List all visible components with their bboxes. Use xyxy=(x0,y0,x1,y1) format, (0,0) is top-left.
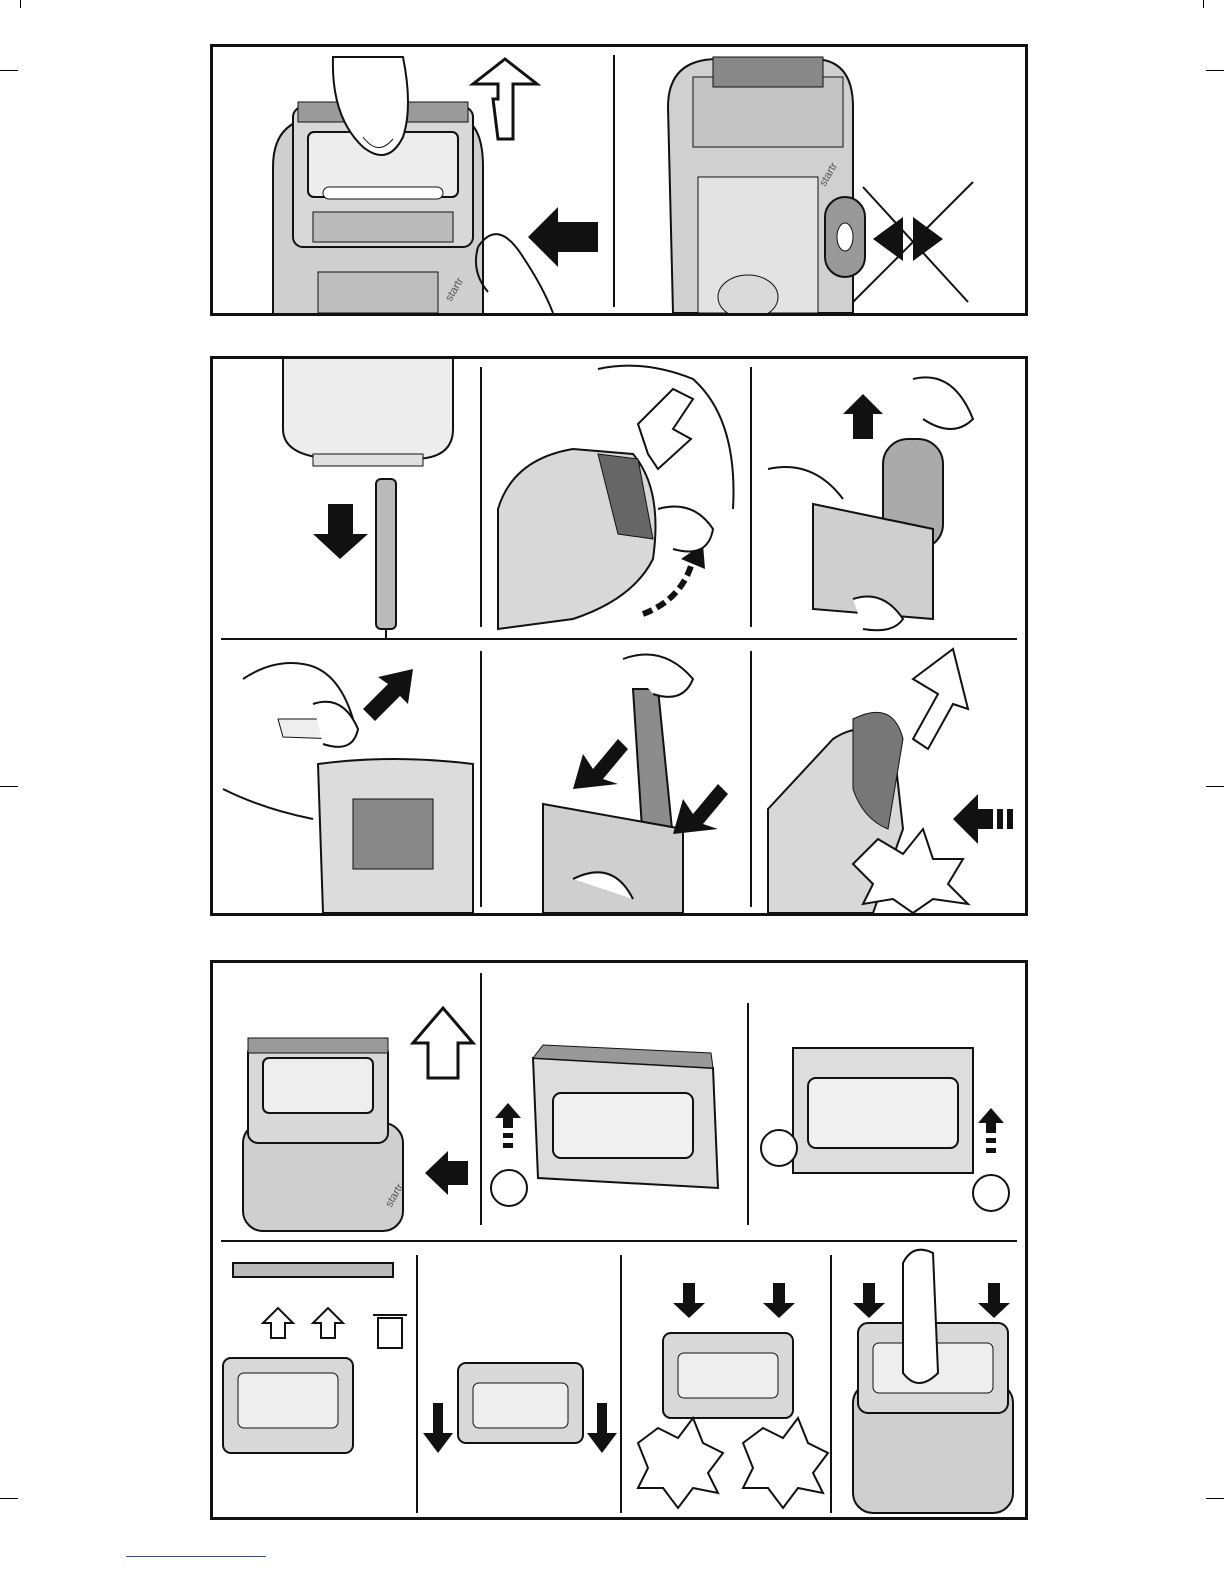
shaver-with-frame-remove: startr xyxy=(243,1038,406,1231)
arrow-up-outline-pair-icon xyxy=(263,1308,343,1338)
hand-finger-press-fig3 xyxy=(903,1250,938,1383)
crop-mark-top-left-v xyxy=(20,0,21,8)
cleaning-brush-tool xyxy=(376,479,396,639)
foil-frame-other-side xyxy=(793,1048,973,1173)
crop-mark-mid-right xyxy=(1206,786,1224,787)
arrow-down-dashed-pair-icon xyxy=(673,1283,795,1318)
frame-click-snap xyxy=(663,1333,793,1418)
crop-mark-mid-left xyxy=(0,786,18,787)
arrow-up-solid-icon xyxy=(843,394,883,439)
foil-frame-tilted xyxy=(533,1045,718,1188)
arrow-up-right-outline-icon xyxy=(638,389,693,469)
shaver-bottom-step1 xyxy=(283,359,453,466)
step-circle-3 xyxy=(973,1175,1009,1211)
frame-bar-lift xyxy=(233,1263,393,1277)
arrow-left-solid-icon xyxy=(528,207,598,267)
figure-2-panel xyxy=(210,356,1028,916)
arrow-left-solid-icon-fig3 xyxy=(425,1151,468,1195)
frame-push-down xyxy=(458,1363,583,1443)
shaver-body-right: startr xyxy=(668,57,865,313)
arrow-down-left-outline-icon xyxy=(913,649,968,749)
crop-mark-top-right xyxy=(1206,70,1224,71)
crop-mark-top-left xyxy=(0,70,18,71)
figure-2-illustration xyxy=(213,359,1025,913)
crop-mark-bottom-left xyxy=(0,1498,18,1499)
arrow-up-dashed-icon-left xyxy=(495,1103,521,1148)
crop-mark-bottom-right xyxy=(1206,1498,1224,1499)
arrow-up-outline-icon xyxy=(473,59,537,139)
arrow-left-dashed-solid-icon xyxy=(953,794,1013,844)
step-circle-1 xyxy=(491,1170,527,1206)
click-burst-pair-icon xyxy=(638,1418,828,1508)
shaver-open-compartment xyxy=(498,449,656,629)
crop-mark-top-right-v xyxy=(1203,0,1204,8)
arrow-down-solid-icon xyxy=(313,504,368,559)
figure-1-panel: startr xyxy=(210,44,1028,316)
arrow-up-right-solid-icon xyxy=(363,669,413,721)
arrows-squeeze-crossed-icon xyxy=(853,182,973,302)
foil-frame-new xyxy=(223,1358,353,1453)
battery-label-peel xyxy=(278,719,473,913)
figure-3-illustration: startr xyxy=(213,963,1025,1517)
battery-pull-up xyxy=(813,439,943,619)
footer-rule xyxy=(126,1556,266,1557)
arrow-up-dashed-icon-right xyxy=(978,1108,1004,1153)
arrow-up-outline-icon-fig3 xyxy=(413,1008,473,1078)
figure-1-illustration: startr xyxy=(213,47,1025,313)
figure-3-panel: startr xyxy=(210,960,1028,1520)
step-circle-2 xyxy=(761,1130,797,1166)
trash-bin-icon xyxy=(373,1315,407,1348)
